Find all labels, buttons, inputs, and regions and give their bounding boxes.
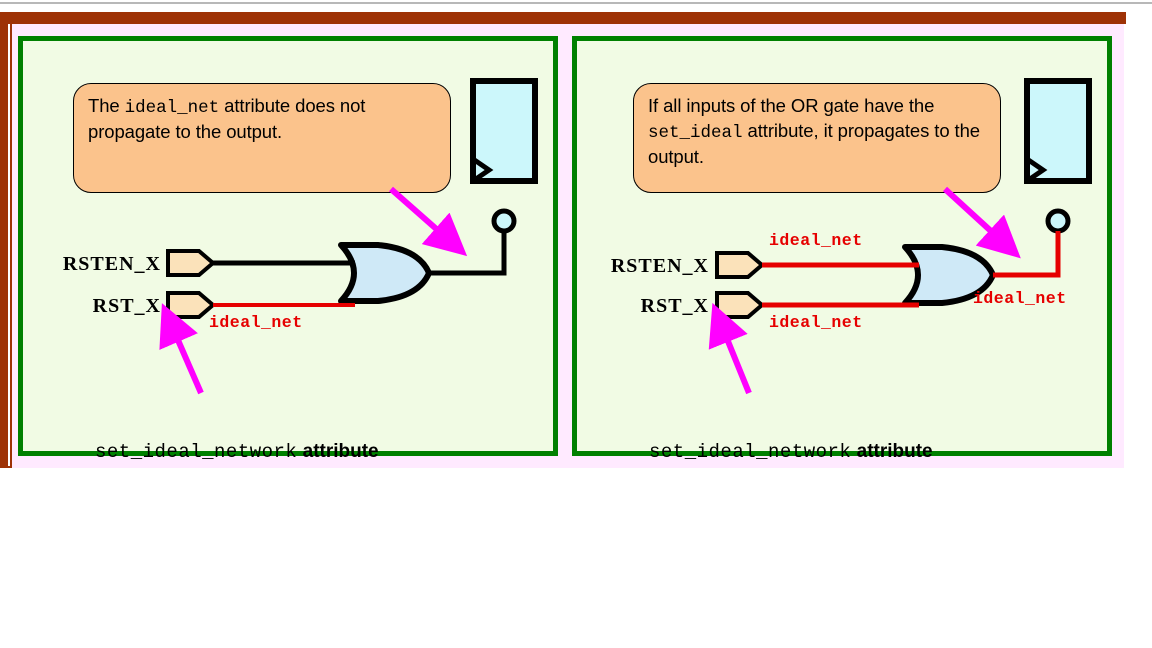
clock-marker-icon-right — [1025, 156, 1048, 184]
port-label-rsten-x-right: RSTEN_X — [610, 255, 709, 277]
diagram-panel-left: The ideal_net attribute does not propaga… — [18, 36, 558, 463]
caption-left-command: set_ideal_network — [95, 441, 298, 463]
callout-left-text-2: attribute does not propagate to the outp… — [88, 95, 366, 143]
port-pin-rsten-x-right — [715, 251, 766, 279]
inverting-bubble-right — [1045, 208, 1071, 234]
callout-right-text-1: If all inputs of the OR gate have the — [648, 95, 935, 116]
caption-right: set_ideal_network attribute — [649, 441, 933, 463]
frame-left-hairline — [8, 24, 10, 466]
circuit-artwork-left — [159, 78, 538, 395]
clock-marker-icon-left — [471, 156, 494, 184]
port-label-rst-x-left: RST_X — [92, 295, 161, 317]
top-rule — [0, 2, 1152, 4]
caption-to-port-arrow-left — [159, 303, 204, 395]
callout-left-text-1: The — [88, 95, 125, 116]
callout-left: The ideal_net attribute does not propaga… — [73, 83, 451, 193]
callout-right: If all inputs of the OR gate have the se… — [633, 83, 1001, 193]
caption-to-port-arrow-right — [708, 302, 752, 395]
or-gate-right — [902, 244, 996, 306]
caption-left-attribute: attribute — [302, 441, 379, 462]
inverting-bubble-left — [491, 208, 517, 234]
port-pin-rst-x-left — [166, 291, 217, 319]
net-label-rst-x-left: ideal_net — [209, 313, 303, 332]
diagram-panel-right: If all inputs of the OR gate have the se… — [572, 36, 1112, 463]
callout-right-code: set_ideal — [648, 122, 743, 143]
frame-left-bar — [0, 12, 12, 468]
wire-output-right — [993, 231, 1061, 278]
port-label-rst-x-right: RST_X — [640, 295, 709, 317]
port-pin-rst-x-right — [715, 291, 766, 319]
caption-right-attribute: attribute — [856, 441, 933, 462]
net-label-rsten-x-right: ideal_net — [769, 231, 863, 250]
callout-right-text-2: attribute, it propagates to the output. — [648, 119, 980, 167]
callout-left-code: ideal_net — [124, 98, 220, 118]
port-label-rsten-x-left: RSTEN_X — [62, 253, 161, 275]
caption-left: set_ideal_network attribute — [95, 441, 379, 463]
circuit-artwork-right — [708, 78, 1092, 395]
port-pin-rsten-x-left — [166, 249, 217, 277]
net-label-rst-x-right: ideal_net — [769, 313, 863, 332]
wire-output-left — [429, 231, 507, 276]
caption-right-command: set_ideal_network — [649, 441, 852, 463]
callout-to-output-arrow-right — [942, 186, 1021, 259]
callout-to-output-arrow-left — [389, 186, 468, 257]
frame-top-bar — [0, 12, 1126, 24]
net-label-output-right: ideal_net — [973, 289, 1067, 308]
or-gate-left — [338, 242, 432, 304]
